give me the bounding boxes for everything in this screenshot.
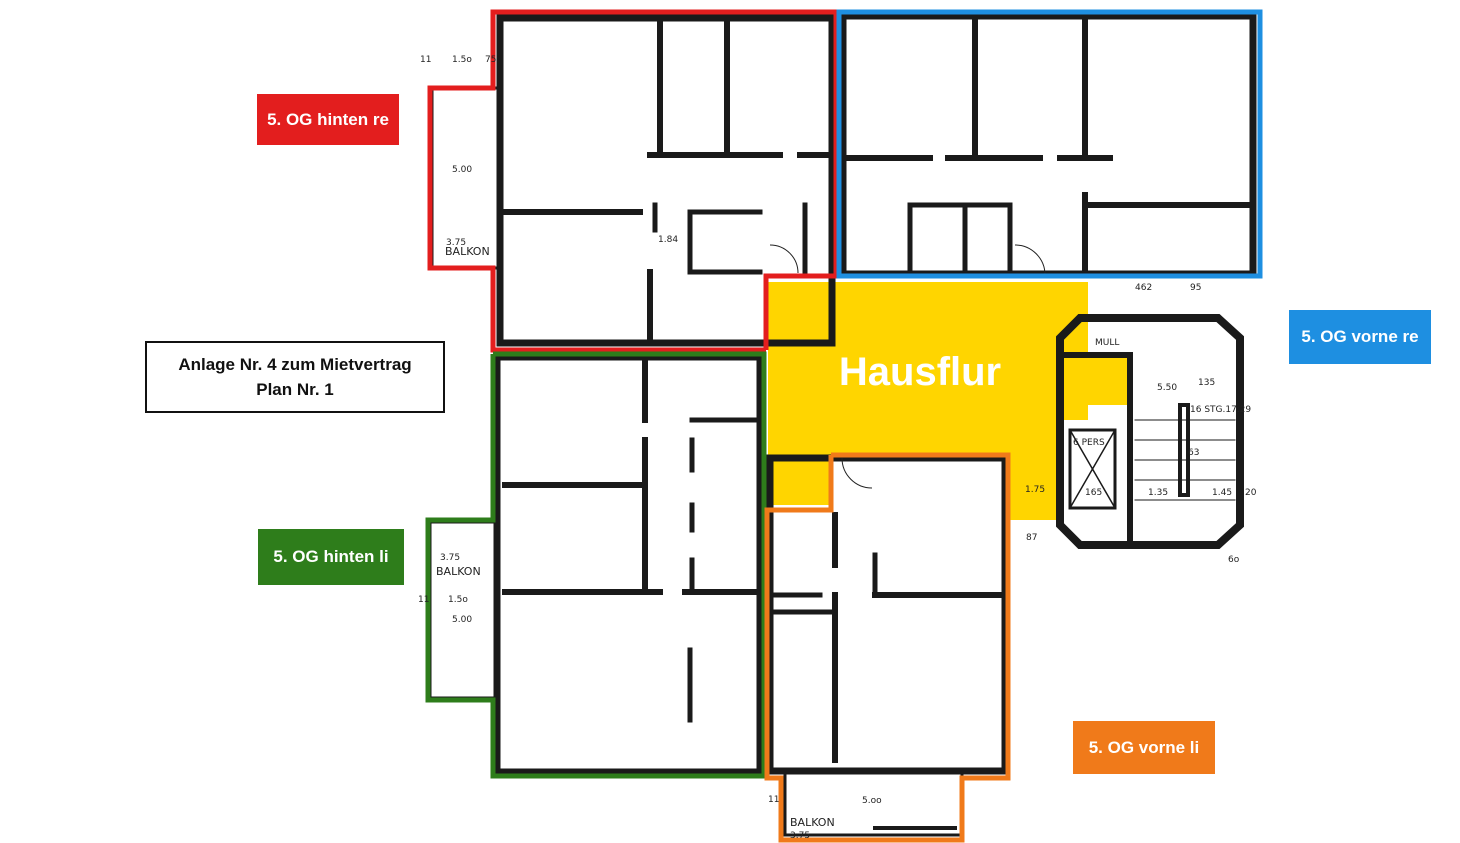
- walls: [428, 12, 1257, 837]
- svg-text:3.75: 3.75: [790, 831, 810, 841]
- unit-hinten-re-outline: [427, 9, 839, 353]
- svg-text:6o: 6o: [1228, 555, 1240, 565]
- document-title: Anlage Nr. 4 zum Mietvertrag: [178, 355, 412, 374]
- svg-text:1.45: 1.45: [1212, 488, 1232, 498]
- balkon-label-left: BALKON: [436, 565, 481, 578]
- unit-vorne-re-outline: [836, 9, 1263, 279]
- plan-number: Plan Nr. 1: [256, 380, 334, 399]
- svg-text:5.00: 5.00: [452, 615, 472, 625]
- svg-text:75: 75: [485, 55, 496, 65]
- document-label: Anlage Nr. 4 zum Mietvertrag Plan Nr. 1: [145, 341, 445, 413]
- svg-text:3.75: 3.75: [446, 238, 466, 248]
- unit-hinten-re-label: 5. OG hinten re: [257, 94, 399, 145]
- svg-text:1.5o: 1.5o: [452, 55, 472, 65]
- stg-label: 16 STG.17.29: [1190, 405, 1251, 415]
- svg-text:462: 462: [1135, 283, 1152, 293]
- door-swings: [769, 244, 1046, 489]
- svg-text:11: 11: [768, 795, 779, 805]
- pers-label: 6 PERS: [1073, 438, 1105, 448]
- svg-text:135: 135: [1198, 378, 1215, 388]
- unit-vorne-li-outline: [764, 452, 1011, 843]
- svg-text:11: 11: [420, 55, 431, 65]
- svg-text:1.35: 1.35: [1148, 488, 1168, 498]
- svg-text:1.5o: 1.5o: [448, 595, 468, 605]
- svg-text:63: 63: [1188, 448, 1199, 458]
- svg-text:1.75: 1.75: [1025, 485, 1045, 495]
- svg-text:5.oo: 5.oo: [862, 796, 882, 806]
- hausflur-area: [768, 282, 1130, 520]
- svg-text:1.84: 1.84: [658, 235, 678, 245]
- hausflur-label: Hausflur: [838, 350, 1002, 394]
- svg-text:11: 11: [418, 595, 429, 605]
- unit-hinten-li-label: 5. OG hinten li: [258, 529, 404, 585]
- balkon-label-bottom: BALKON: [790, 816, 835, 829]
- svg-text:3.75: 3.75: [440, 553, 460, 563]
- unit-vorne-re-label: 5. OG vorne re: [1289, 310, 1431, 364]
- unit-hinten-li-outline: [425, 351, 767, 779]
- svg-text:87: 87: [1026, 533, 1037, 543]
- plan-annotations: BALKON BALKON BALKON MULL 6 PERS 16 STG.…: [418, 55, 1257, 841]
- svg-text:20: 20: [1245, 488, 1257, 498]
- svg-text:5.00: 5.00: [452, 165, 472, 175]
- unit-vorne-li-label: 5. OG vorne li: [1073, 721, 1215, 774]
- svg-text:165: 165: [1085, 488, 1102, 498]
- balkon-label-top: BALKON: [445, 245, 490, 258]
- muell-label: MULL: [1095, 338, 1119, 348]
- svg-text:5.50: 5.50: [1157, 383, 1177, 393]
- svg-text:95: 95: [1190, 283, 1201, 293]
